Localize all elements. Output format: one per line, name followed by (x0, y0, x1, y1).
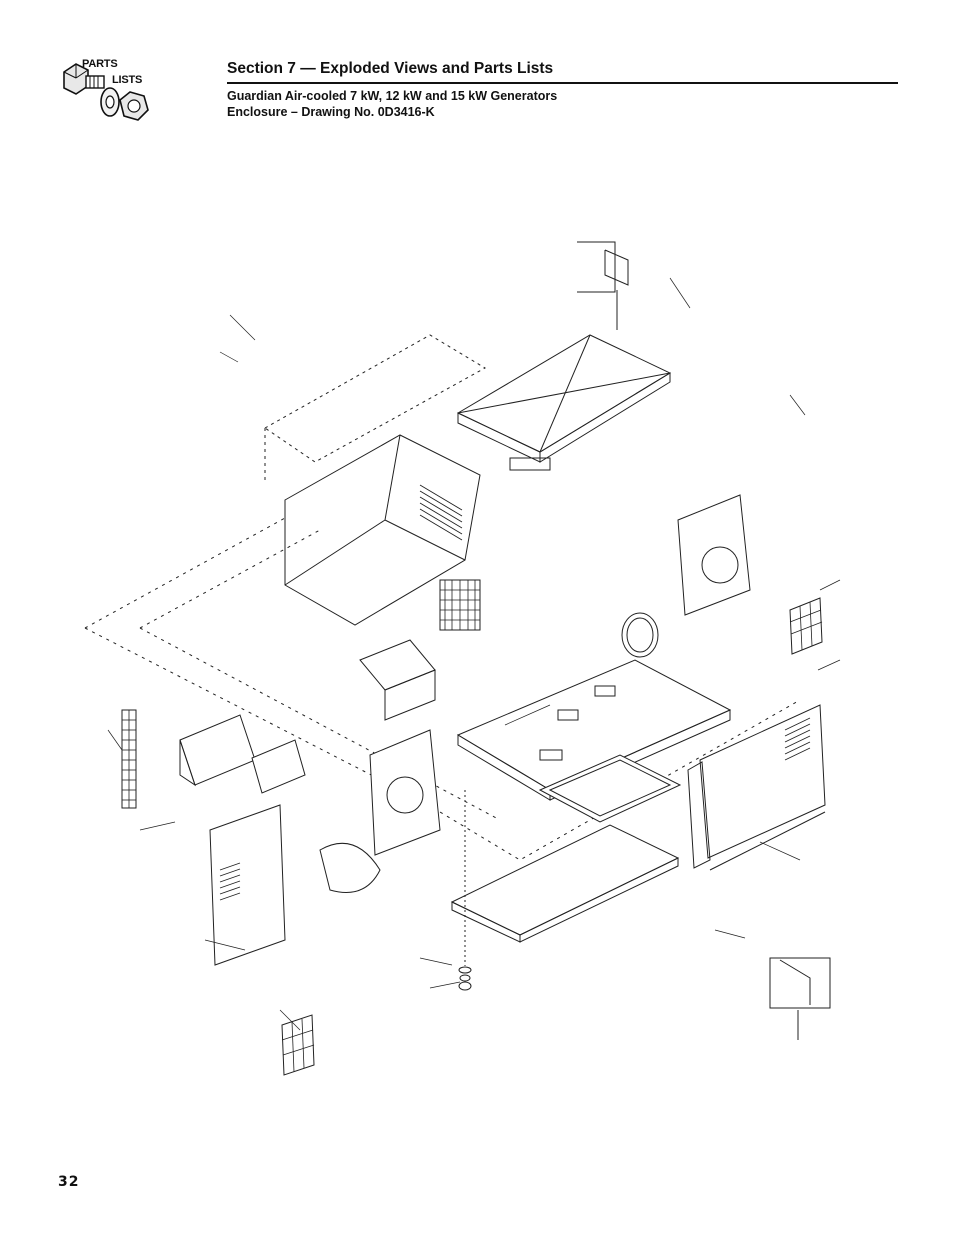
screen-bottom (281, 1014, 315, 1076)
right-door-panel (687, 704, 826, 871)
header-rule (227, 82, 898, 84)
roof-panel (456, 334, 672, 471)
subtitle-line-2: Enclosure – Drawing No. 0D3416-K (227, 105, 435, 119)
control-box (179, 714, 306, 794)
parts-lists-logo: PARTS LISTS (58, 56, 158, 128)
screen-left (121, 709, 137, 809)
lift-bracket-top (577, 241, 629, 330)
section-title: Section 7 — Exploded Views and Parts Lis… (227, 60, 554, 77)
tray (538, 754, 682, 823)
bolt-washer-nut-icon (63, 63, 149, 121)
exploded-view-drawing (84, 241, 841, 1076)
leader-lines (107, 277, 841, 1031)
left-side-panel (284, 434, 481, 626)
hardware-stack (458, 790, 472, 991)
logo-lists-text: LISTS (112, 74, 143, 86)
floor-plate (450, 824, 680, 943)
mid-bracket (359, 639, 436, 721)
center-base-pan (456, 659, 732, 801)
screen-right (789, 597, 823, 655)
right-end-panel (621, 494, 751, 658)
left-door-panel (209, 804, 286, 966)
rear-frame-outline (264, 334, 487, 480)
base-outline (84, 517, 801, 861)
screen-center (439, 579, 481, 631)
lift-bracket-bottom (769, 957, 831, 1040)
logo-parts-text: PARTS (82, 58, 118, 70)
subtitle-line-1: Guardian Air-cooled 7 kW, 12 kW and 15 k… (227, 89, 558, 103)
fan-shroud (319, 729, 441, 893)
page-number: 32 (58, 1174, 80, 1190)
page-header: Section 7 — Exploded Views and Parts Lis… (227, 60, 898, 120)
